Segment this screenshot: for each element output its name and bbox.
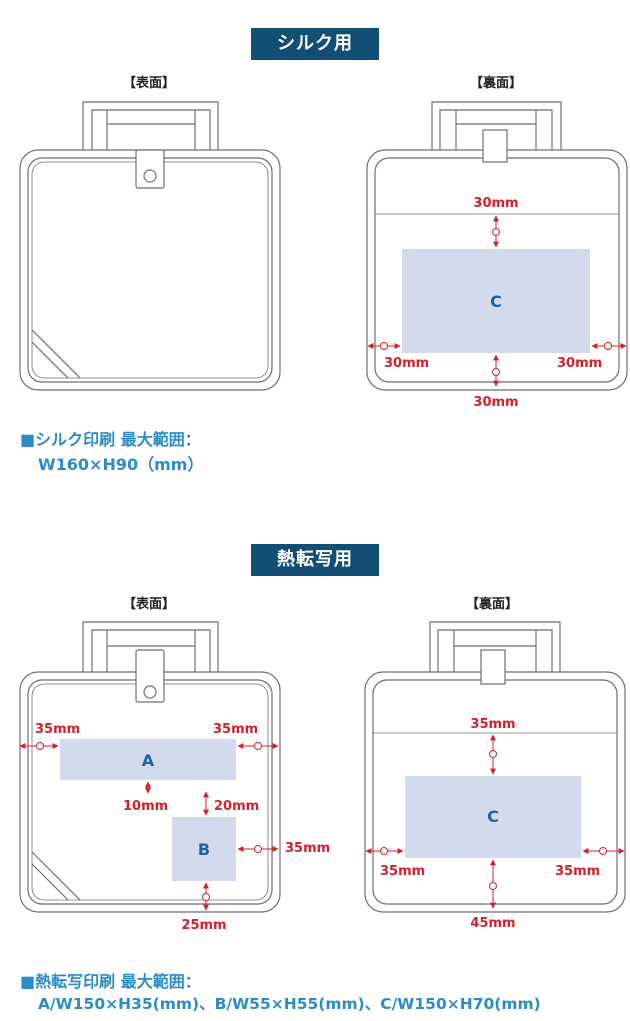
silk-dim-bottom: 30mm	[473, 395, 518, 410]
silk-note-title: ■シルク印刷 最大範囲：	[20, 426, 201, 450]
transfer-dim-b-right: 35mm	[285, 841, 330, 856]
transfer-note-title: ■熱転写印刷 最大範囲：	[20, 968, 201, 992]
transfer-dim-gap-left: 10mm	[123, 799, 168, 814]
transfer-back-dim-bottom: 45mm	[470, 916, 515, 931]
transfer-area-b-label: B	[198, 840, 210, 859]
silk-note-title-text: シルク印刷 最大範囲：	[35, 430, 201, 449]
silk-area-c-label: C	[490, 292, 502, 311]
silk-note-detail: W160×H90（mm）	[38, 455, 204, 474]
silk-dim-left: 30mm	[384, 356, 429, 371]
transfer-area-a-label: A	[142, 751, 155, 770]
silk-dim-top: 30mm	[473, 196, 518, 211]
transfer-front-label: 【表面】	[122, 597, 175, 612]
transfer-dim-b-bottom: 25mm	[181, 918, 226, 933]
transfer-dim-a-left: 35mm	[35, 722, 80, 737]
transfer-print-area-c	[405, 776, 581, 858]
silk-note-marker: ■	[20, 430, 36, 449]
silk-back-label: 【裏面】	[469, 76, 522, 91]
transfer-back-label: 【裏面】	[465, 597, 518, 612]
silk-dim-right: 30mm	[557, 356, 602, 371]
silk-back-dimensions	[367, 215, 627, 387]
silk-front-label: 【表面】	[122, 76, 175, 91]
transfer-note-title-text: 熱転写印刷 最大範囲：	[35, 972, 201, 991]
transfer-back-dim-left: 35mm	[380, 864, 425, 879]
transfer-dim-a-right: 35mm	[213, 722, 258, 737]
transfer-section-title: 熱転写用	[251, 544, 379, 576]
transfer-print-area-b	[172, 817, 236, 881]
silk-section-title: シルク用	[251, 28, 379, 60]
transfer-area-c-label: C	[487, 807, 499, 826]
transfer-front-dimensions	[19, 742, 279, 911]
silk-front-bag	[19, 101, 281, 391]
transfer-print-area-a	[60, 739, 236, 780]
silk-print-area-c	[402, 249, 590, 353]
transfer-note-detail: A/W150×H35(mm)、B/W55×H55(mm)、C/W150×H70(…	[38, 995, 541, 1013]
transfer-note-marker: ■	[20, 972, 36, 991]
transfer-back-dim-top: 35mm	[470, 717, 515, 732]
transfer-back-dim-right: 35mm	[555, 864, 600, 879]
transfer-back-dimensions	[365, 734, 625, 909]
transfer-dim-gap-right: 20mm	[214, 799, 259, 814]
